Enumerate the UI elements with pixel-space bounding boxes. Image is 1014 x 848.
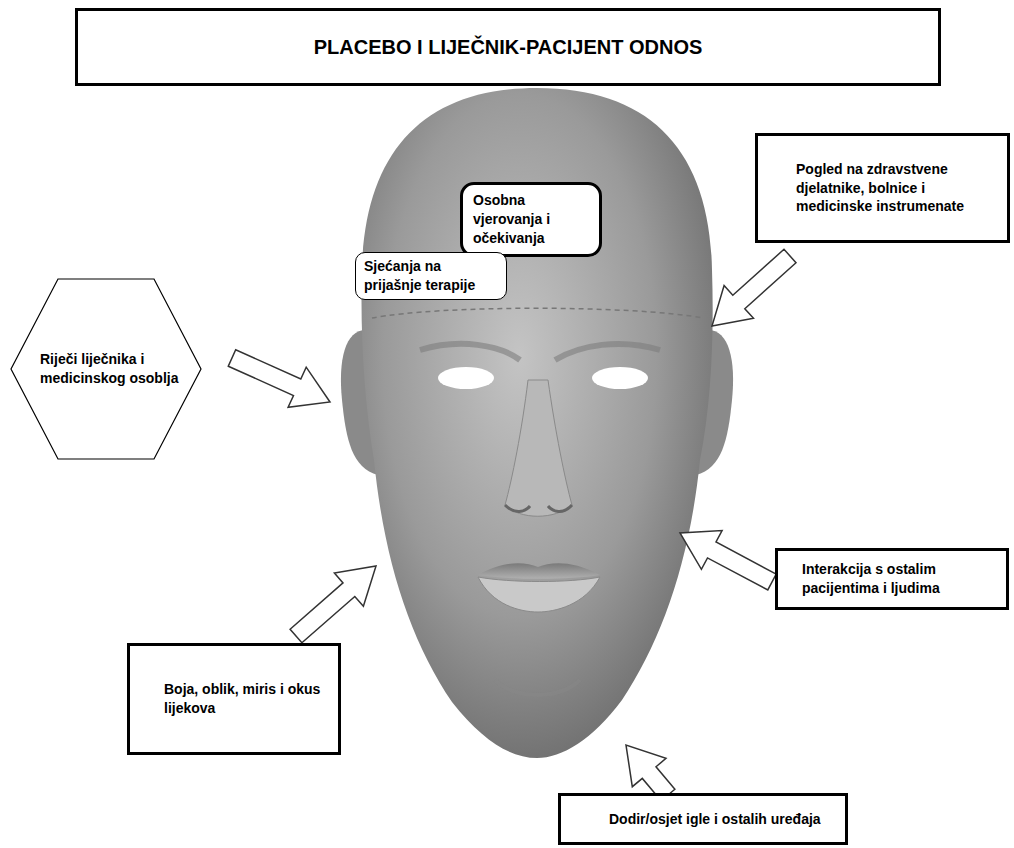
eye [438,367,494,389]
title: PLACEBO I LIJEČNIK-PACIJENT ODNOS [314,36,703,59]
brow-shade [420,344,660,360]
factor-box: Dodir/osjet igle i ostalih uređaja [558,793,848,845]
lower-lip [478,577,600,612]
factor-text: Pogled na zdravstvene djelatnike, bolnic… [796,160,993,217]
factor-text: Boja, oblik, miris i okus lijekova [164,680,324,718]
factor-text: Sjećanja na prijašnje terapije [364,257,498,295]
block-arrow [290,566,376,643]
block-arrow [712,249,796,326]
nostrils [505,505,572,512]
factor-text: Interakcija s ostalim pacijentima i ljud… [802,560,994,598]
nose [505,380,572,516]
hairline [372,308,704,318]
block-arrow [228,350,330,408]
upper-lip [478,563,600,578]
factor-box: Pogled na zdravstvene djelatnike, bolnic… [755,133,1010,243]
head [362,88,713,758]
factor-text: Riječi liječnika i medicinskog osoblja [40,350,184,388]
hexagon-box: Riječi liječnika i medicinskog osoblja [10,278,202,460]
title-box: PLACEBO I LIJEČNIK-PACIJENT ODNOS [75,8,941,86]
factor-box: Osobna vjerovanja i očekivanja [460,182,602,257]
factor-text: Osobna vjerovanja i očekivanja [473,191,589,248]
hexagon-outline [10,278,202,460]
block-arrow [680,531,776,590]
factor-box: Sjećanja na prijašnje terapije [355,252,507,300]
eye [592,367,648,389]
chin-shade [495,680,580,695]
factor-box: Boja, oblik, miris i okus lijekova [127,643,341,755]
factor-box: Interakcija s ostalim pacijentima i ljud… [775,548,1009,610]
factor-text: Dodir/osjet igle i ostalih uređaja [609,810,821,829]
